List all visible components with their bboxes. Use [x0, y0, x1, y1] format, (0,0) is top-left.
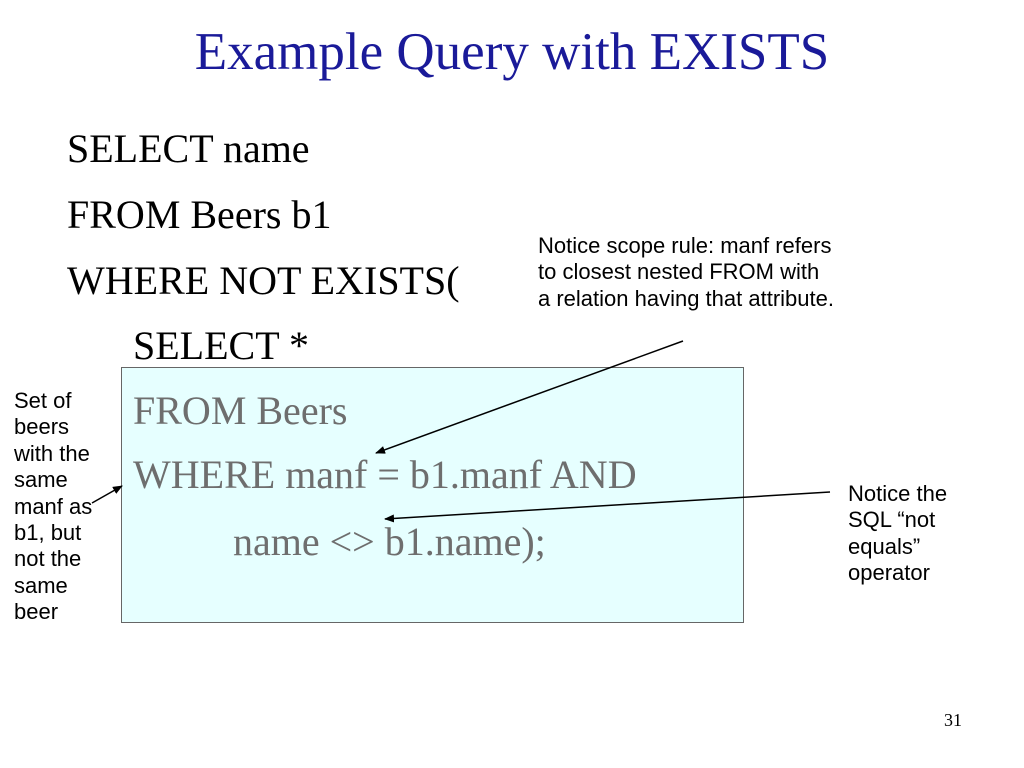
query-line-select: SELECT name [67, 126, 310, 171]
note-line: manf as [14, 493, 93, 519]
note-line: not the [14, 546, 82, 572]
note-line: same [14, 467, 68, 493]
scope-rule-note: Notice scope rule: manf refers to closes… [538, 233, 834, 312]
not-equals-note: Notice the SQL “not equals” operator [848, 481, 947, 587]
note-line: Set of [14, 388, 72, 413]
note-line: operator [848, 560, 930, 586]
slide-title: Example Query with EXISTS [194, 23, 830, 81]
note-line: equals” [848, 533, 921, 559]
subquery-where: WHERE manf = b1.manf AND [133, 452, 637, 497]
set-of-beers-note: Set of beers with the same manf as b1, b… [14, 388, 92, 626]
note-line: same [14, 572, 68, 598]
set-of-beers-arrow [91, 485, 123, 504]
note-line: beer [14, 599, 59, 625]
query-line-where: WHERE NOT EXISTS( [67, 258, 460, 303]
note-line: a relation having that attribute. [538, 285, 834, 311]
note-line: Notice scope rule: manf refers [538, 233, 832, 258]
note-line: b1, but [14, 519, 82, 545]
subquery-from: FROM Beers [133, 388, 348, 433]
note-line: with the [14, 440, 90, 466]
page-number: 31 [944, 710, 962, 730]
query-line-from: FROM Beers b1 [67, 192, 332, 237]
subquery-highlight-box: FROM Beers WHERE manf = b1.manf AND name… [121, 367, 744, 623]
note-line: SQL “not [848, 507, 936, 533]
subquery-select: SELECT * [133, 323, 309, 368]
note-line: Notice the [848, 481, 948, 506]
note-line: to closest nested FROM with [538, 259, 820, 285]
subquery-condition: name <> b1.name); [233, 519, 546, 564]
note-line: beers [14, 414, 70, 440]
